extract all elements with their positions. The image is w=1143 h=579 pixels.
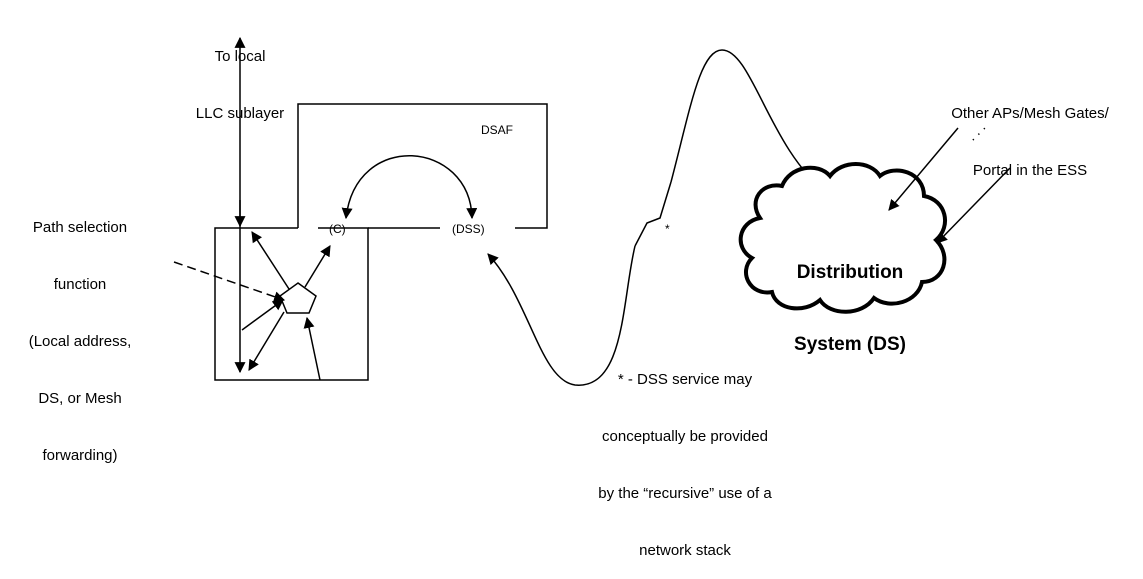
path-selection-pointer bbox=[173, 261, 286, 302]
other-aps-arrow-1 bbox=[888, 127, 959, 211]
dsaf-label: DSAF bbox=[481, 123, 514, 137]
footnote-line4: network stack bbox=[639, 542, 731, 559]
pentagon-to-c-arrow bbox=[304, 245, 331, 288]
c-port-label: (C) bbox=[329, 222, 346, 236]
recursive-curve-lower bbox=[487, 245, 636, 386]
left-to-pentagon-arrow bbox=[241, 299, 284, 331]
path-selection-line5: forwarding) bbox=[42, 447, 118, 464]
path-selection-line4: DS, or Mesh bbox=[38, 390, 122, 407]
footnote-line1: * - DSS service may bbox=[617, 371, 753, 388]
recursive-curve-upper bbox=[670, 49, 828, 194]
c-dss-curved-arrow bbox=[341, 154, 478, 220]
footnote-line3: by the “recursive” use of a bbox=[598, 485, 772, 502]
ds-label-line1: Distribution bbox=[796, 262, 904, 283]
recursive-break-zigzag bbox=[634, 181, 672, 247]
footnote-line2: conceptually be provided bbox=[602, 428, 768, 445]
pentagon-to-bottomleft-arrow bbox=[248, 311, 285, 371]
path-selection-line1: Path selection bbox=[32, 219, 128, 236]
other-aps-arrow-2 bbox=[936, 167, 1011, 244]
path-selection-pentagon bbox=[279, 282, 317, 314]
pentagon-to-topleft-arrow bbox=[251, 231, 290, 290]
distribution-system-label: Distribution System (DS) bbox=[770, 213, 930, 381]
other-aps-line2: Portal in the ESS bbox=[972, 162, 1088, 179]
llc-label-line1: To local bbox=[214, 48, 266, 65]
ds-label-line2: System (DS) bbox=[794, 334, 906, 355]
path-selection-line2: function bbox=[53, 276, 107, 293]
path-selection-line3: (Local address, bbox=[28, 333, 132, 350]
other-aps-label: Other APs/Mesh Gates/ Portal in the ESS bbox=[920, 66, 1140, 199]
path-selection-label: Path selection function (Local address, … bbox=[10, 180, 150, 484]
dss-port-label: (DSS) bbox=[452, 222, 485, 236]
diagram-canvas bbox=[173, 36, 1011, 386]
llc-label-line2: LLC sublayer bbox=[195, 105, 285, 122]
recursive-star: * bbox=[665, 222, 670, 236]
other-aps-line1: Other APs/Mesh Gates/ bbox=[951, 105, 1109, 122]
llc-label: To local LLC sublayer bbox=[190, 9, 290, 142]
dsaf-box bbox=[297, 103, 548, 229]
station-box bbox=[214, 227, 369, 381]
dss-footnote: * - DSS service may conceptually be prov… bbox=[565, 332, 805, 579]
bottom-to-pentagon-arrow bbox=[303, 316, 321, 381]
